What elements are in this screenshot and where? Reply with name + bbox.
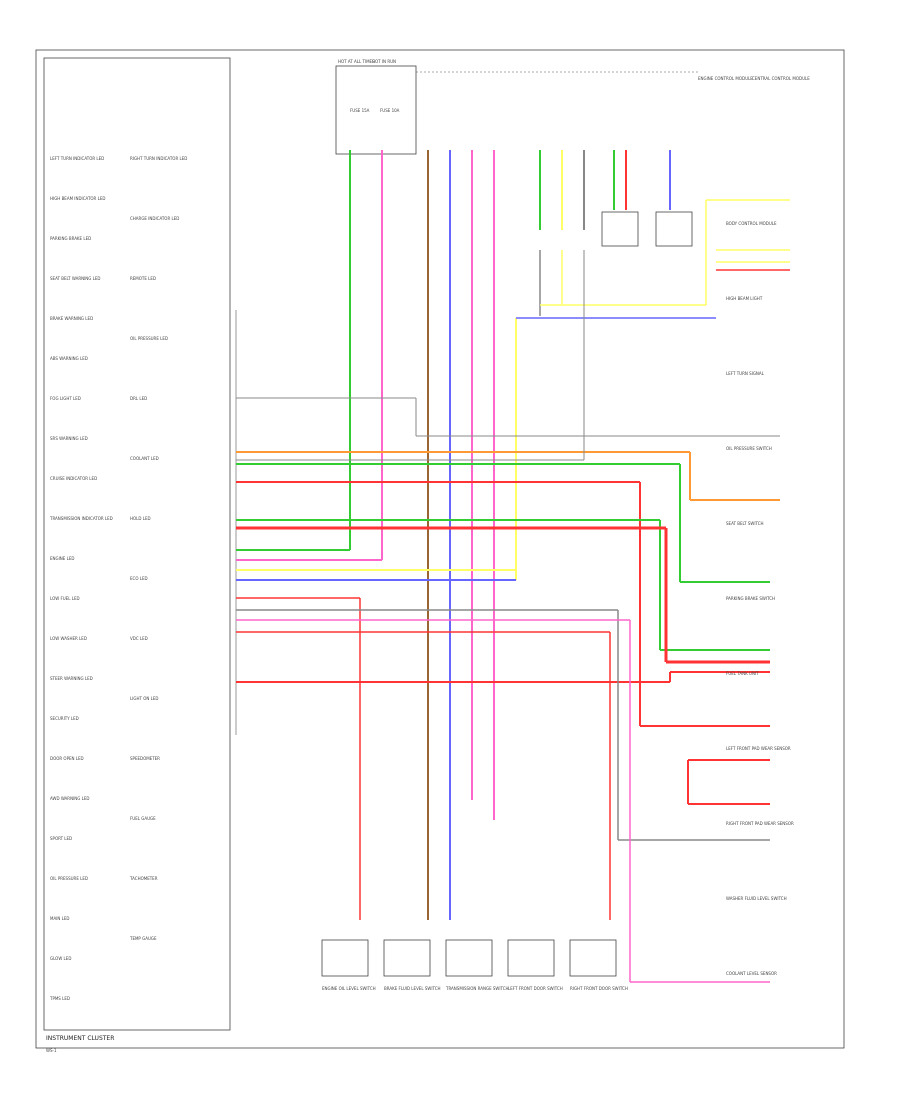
right-component-label: BODY CONTROL MODULE [726, 221, 777, 226]
left-gauge-label: FOG LIGHT LED [50, 396, 81, 401]
diagram-title: INSTRUMENT CLUSTER [46, 1035, 114, 1042]
left-gauge-label: SECURITY LED [50, 716, 79, 721]
left-gauge-label: CRUISE INDICATOR LED [50, 476, 97, 481]
left-gauge-label: DOOR OPEN LED [50, 756, 84, 761]
top-right-block: ENGINE CONTROL MODULE [698, 76, 753, 81]
bottom-switch-box [507, 939, 555, 977]
right-component-label: RIGHT FRONT PAD WEAR SENSOR [726, 821, 794, 826]
left-gauge-label: OIL PRESSURE LED [50, 876, 88, 881]
bottom-switch-label: LEFT FRONT DOOR SWITCH [508, 986, 563, 991]
bottom-switch-box [569, 939, 617, 977]
left-gauge-label: SEAT BELT WARNING LED [50, 276, 101, 281]
bottom-switch-label: BRAKE FLUID LEVEL SWITCH [384, 986, 441, 991]
left-gauge-label: TPMS LED [49, 996, 70, 1001]
fuse-block: HOT AT ALL TIMES HOT IN RUN FUSE 15A FUS… [335, 59, 417, 155]
right-component-label: WASHER FLUID LEVEL SWITCH [726, 896, 787, 901]
right-gauge-label: OIL PRESSURE LED [130, 336, 168, 341]
left-gauge-label: SPORT LED [50, 836, 72, 841]
bottom-switch-label: ENGINE OIL LEVEL SWITCH [322, 986, 376, 991]
right-gauge-label: FUEL GAUGE [130, 816, 156, 821]
bottom-switch-box [383, 939, 431, 977]
top-right-block-b: CENTRAL CONTROL MODULE [752, 76, 810, 81]
bottom-switch-label: RIGHT FRONT DOOR SWITCH [570, 986, 628, 991]
right-gauge-label: SPEEDOMETER [130, 756, 160, 761]
right-gauge-label: TACHOMETER [129, 876, 158, 881]
fuse-b-label: FUSE 10A [380, 108, 400, 113]
right-gauge-label: REMOTE LED [130, 276, 156, 281]
right-component-label: COOLANT LEVEL SENSOR [726, 971, 777, 976]
left-gauge-label: LEFT TURN INDICATOR LED [50, 156, 104, 161]
horizontal-wires [236, 199, 790, 983]
left-gauge-label: HIGH BEAM INDICATOR LED [50, 196, 105, 201]
bottom-switch-group: ENGINE OIL LEVEL SWITCH BRAKE FLUID LEVEL… [321, 939, 628, 991]
left-gauge-label: GLOW LED [50, 956, 71, 961]
page-ref: WS-1 [46, 1048, 57, 1053]
top-label-mid: HOT IN RUN [372, 59, 396, 64]
right-gauge-label: ECO LED [130, 576, 148, 581]
left-gauge-label: BRAKE WARNING LED [50, 316, 93, 321]
right-component-label: SEAT BELT SWITCH [726, 521, 764, 526]
right-component-label: PARKING BRAKE SWITCH [726, 596, 775, 601]
left-gauge-label: MAIN LED [50, 916, 69, 921]
right-gauge-label: LIGHT ON LED [130, 696, 158, 701]
left-gauge-label: AWD WARNING LED [50, 796, 89, 801]
right-gauge-label: HOLD LED [130, 516, 151, 521]
left-gauge-label: LOW WASHER LED [50, 636, 87, 641]
right-gauge-label: DRL LED [130, 396, 147, 401]
right-component-label: LEFT TURN SIGNAL [726, 371, 765, 376]
cluster-box [43, 57, 231, 1031]
transmission-module [601, 211, 639, 247]
right-gauge-label: TEMP GAUGE [129, 936, 157, 941]
diagram-frame [35, 49, 845, 1049]
right-component-label: LEFT FRONT PAD WEAR SENSOR [726, 746, 791, 751]
right-component-label: HIGH BEAM LIGHT [726, 296, 763, 301]
bottom-switch-box [321, 939, 369, 977]
right-gauge-label: CHARGE INDICATOR LED [130, 216, 179, 221]
left-gauge-label: ENGINE LED [50, 556, 74, 561]
left-gauge-list: LEFT TURN INDICATOR LED HIGH BEAM INDICAT… [49, 156, 113, 1001]
top-label-left: HOT AT ALL TIMES [338, 59, 375, 64]
left-gauge-label: SRS WARNING LED [50, 436, 88, 441]
right-component-label: FUEL TANK UNIT [726, 671, 759, 676]
bottom-switch-box [445, 939, 493, 977]
left-gauge-label: PARKING BRAKE LED [50, 236, 91, 241]
right-gauge-label: VDC LED [130, 636, 148, 641]
right-component-list: BODY CONTROL MODULE HIGH BEAM LIGHT LEFT T… [726, 221, 794, 976]
right-component-label: OIL PRESSURE SWITCH [726, 446, 772, 451]
left-gauge-label: ABS WARNING LED [50, 356, 88, 361]
vertical-wires [349, 150, 671, 920]
left-gauge-label: TRANSMISSION INDICATOR LED [49, 516, 113, 521]
body-module [655, 211, 693, 247]
fuse-a-label: FUSE 15A [350, 108, 370, 113]
right-gauge-list: RIGHT TURN INDICATOR LED CHARGE INDICATOR… [129, 156, 187, 941]
right-gauge-label: COOLANT LED [130, 456, 159, 461]
left-gauge-label: STEER WARNING LED [50, 676, 93, 681]
right-gauge-label: RIGHT TURN INDICATOR LED [130, 156, 187, 161]
bottom-switch-label: TRANSMISSION RANGE SWITCH [445, 986, 509, 991]
left-gauge-label: LOW FUEL LED [50, 596, 80, 601]
